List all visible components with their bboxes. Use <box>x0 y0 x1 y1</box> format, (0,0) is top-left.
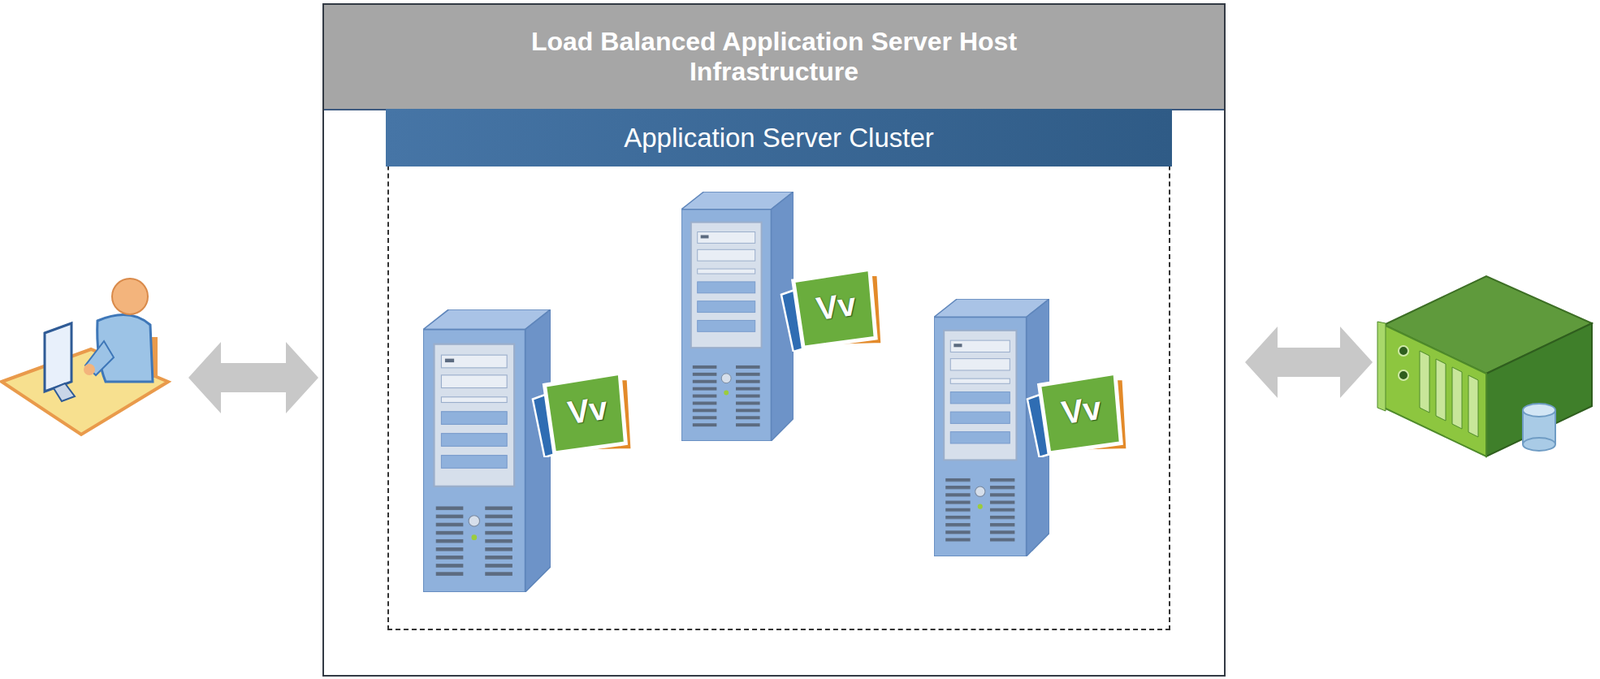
server-tower <box>423 309 551 593</box>
server-tower <box>681 191 794 442</box>
header-band: Load Balanced Application Server Host In… <box>324 4 1224 111</box>
app-logo <box>1027 372 1128 458</box>
logo-label: Vv <box>1059 391 1103 429</box>
host-infrastructure-box: Load Balanced Application Server Host In… <box>322 3 1226 677</box>
header-bar: Application Server Cluster <box>385 108 1172 167</box>
app-logo <box>532 372 632 458</box>
user-icon <box>1 278 169 435</box>
logo-label: Vv <box>565 391 610 429</box>
cluster-group-box: Application Server Cluster <box>387 108 1171 631</box>
app-logo <box>781 268 883 352</box>
server-tower <box>934 298 1050 557</box>
group-title: Application Server Cluster <box>623 122 935 154</box>
logo-label: Vv <box>813 287 858 325</box>
database-server-icon <box>1377 276 1592 457</box>
header-title: Load Balanced Application Server Host In… <box>514 26 1034 87</box>
double-arrow <box>1245 326 1373 398</box>
double-arrow <box>188 341 319 414</box>
